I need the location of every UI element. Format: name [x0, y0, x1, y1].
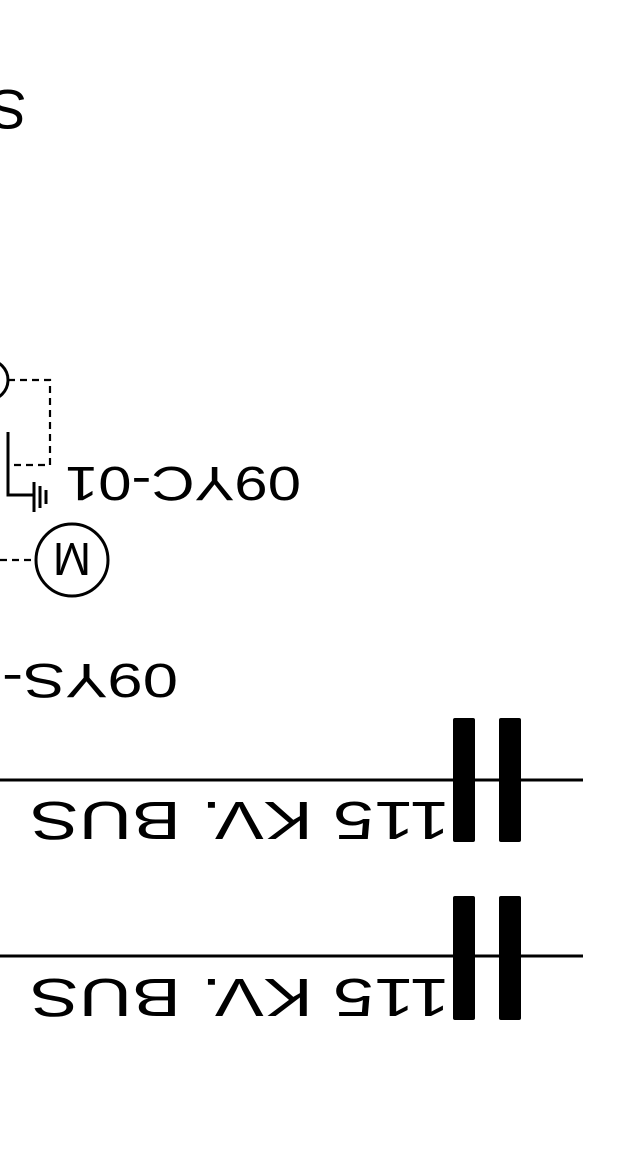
dashed-linkage [8, 378, 52, 467]
bus-upper-label: 115 KV. BUS [30, 790, 450, 850]
bus-lower-terminal-bar-2 [499, 896, 521, 1020]
clipped-top-label: S [0, 78, 27, 141]
bus-upper: 115 KV. BUS [0, 718, 583, 850]
bus-upper-terminal-bar-1 [453, 718, 475, 842]
switch-label-09ys: 09YS- [2, 653, 178, 706]
svg-text:09YC-01: 09YC-01 [65, 456, 301, 509]
switch-operator-assembly: M [0, 362, 110, 598]
partial-device-circle [0, 362, 10, 398]
svg-text:S: S [0, 78, 27, 141]
motor-operator-circle [34, 522, 110, 598]
svg-text:115 KV. BUS: 115 KV. BUS [30, 790, 450, 850]
bus-lower-label: 115 KV. BUS [30, 967, 450, 1027]
bus-upper-terminal-bar-2 [499, 718, 521, 842]
bus-lower-terminal-bar-1 [453, 896, 475, 1020]
svg-text:09YS-: 09YS- [2, 653, 178, 706]
motor-label: M [53, 533, 91, 585]
svg-text:M: M [53, 533, 91, 585]
svg-text:115 KV. BUS: 115 KV. BUS [30, 967, 450, 1027]
switch-label-09yc-01: 09YC-01 [65, 456, 301, 509]
switch-contact-leg [6, 432, 34, 497]
bus-lower: 115 KV. BUS [0, 896, 583, 1027]
